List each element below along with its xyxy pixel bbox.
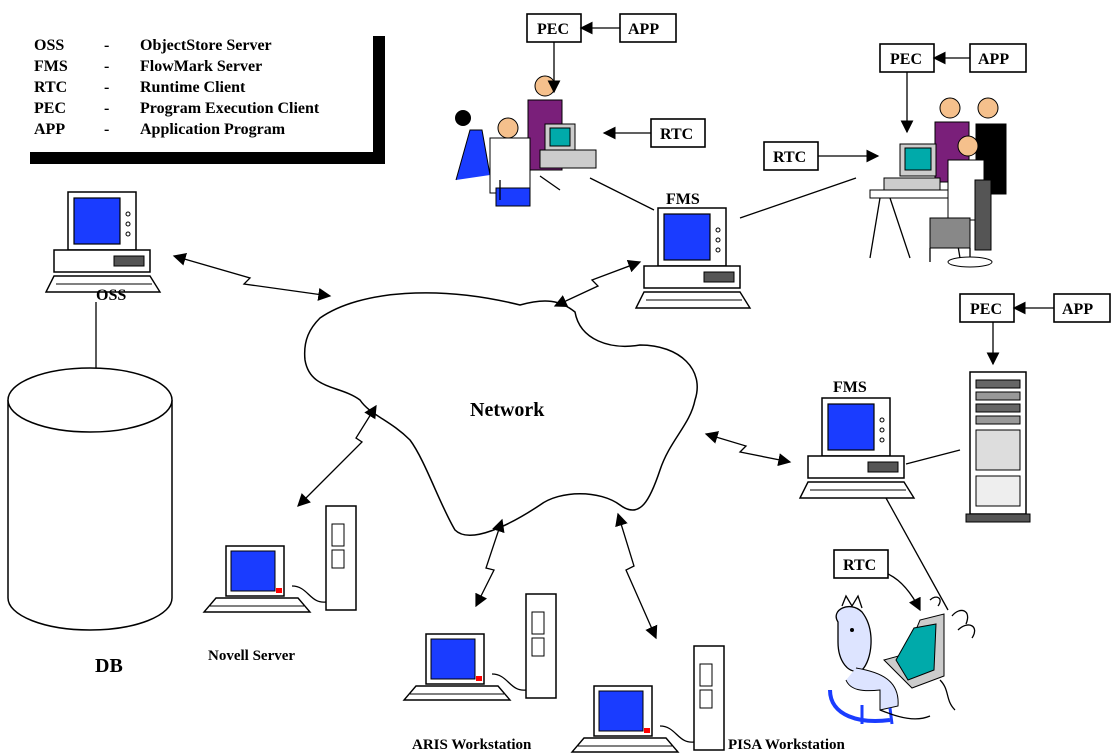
legend-abbr: PEC [34,100,66,117]
fms-right-label: FMS [833,379,867,396]
legend-abbr: OSS [34,37,64,54]
svg-text:RTC: RTC [773,149,806,166]
fms-top-network-link [553,260,642,307]
rtc-box-bottom: RTC [833,549,889,579]
pisa-label: PISA Workstation [728,737,845,753]
svg-text:APP: APP [628,21,659,38]
fms-top-computer[interactable] [635,207,751,309]
fms-top-people-link [589,177,655,211]
pec-box-right: PEC [879,43,935,73]
svg-text:PEC: PEC [537,21,569,38]
people-group-right [869,97,1007,268]
fms-top-rightgroup-link [739,177,857,219]
fms-right-user-link [885,497,949,611]
app-box-right: APP [969,43,1027,73]
legend-row: FMS - FlowMark Server [34,58,262,75]
legend-desc: Application Program [140,121,286,138]
legend-desc: Runtime Client [140,79,246,96]
legend-dash: - [104,58,109,75]
network-label: Network [470,399,545,421]
novell-label: Novell Server [208,648,295,664]
fms-top-label: FMS [666,191,700,208]
cartoon-user [828,594,976,725]
legend-abbr: RTC [34,79,67,96]
oss-computer[interactable] [45,191,161,293]
pisa-workstation-computer[interactable] [571,645,725,753]
rtc-box-right: RTC [763,141,819,171]
legend-desc: ObjectStore Server [140,37,272,54]
fms-right-server-link [905,449,961,465]
legend-abbr: APP [34,121,65,138]
server-tower[interactable] [965,371,1031,523]
oss-network-link [172,253,332,301]
app-box-top: APP [619,13,677,43]
legend-dash: - [104,121,109,138]
novell-server-computer[interactable] [203,505,357,613]
legend-desc: FlowMark Server [140,58,262,75]
legend-row: PEC - Program Execution Client [34,100,320,117]
svg-text:APP: APP [1062,301,1093,318]
pec-box-top: PEC [526,13,582,43]
pec-box-server: PEC [959,293,1015,323]
svg-text:PEC: PEC [890,51,922,68]
legend-row: RTC - Runtime Client [34,79,246,96]
legend-abbr: FMS [34,58,68,75]
novell-network-link [297,404,377,507]
legend-dash: - [104,37,109,54]
fms-right-network-link [704,431,792,467]
aris-network-link [475,518,505,608]
legend-row: APP - Application Program [34,121,286,138]
oss-label: OSS [96,287,126,304]
pisa-network-link [615,512,658,640]
legend-dash: - [104,100,109,117]
legend: OSS - ObjectStore Server FMS - FlowMark … [30,36,385,164]
db-cylinder[interactable] [7,367,173,631]
svg-text:APP: APP [978,51,1009,68]
rtc-user-arrow [887,573,921,612]
legend-desc: Program Execution Client [140,100,320,117]
fms-right-computer[interactable] [799,397,915,499]
app-box-server: APP [1053,293,1111,323]
svg-text:RTC: RTC [843,557,876,574]
svg-text:PEC: PEC [970,301,1002,318]
aris-workstation-computer[interactable] [403,593,557,701]
aris-label: ARIS Workstation [412,737,532,753]
people-group-top [455,75,597,207]
db-label: DB [95,655,123,677]
rtc-box-top: RTC [650,118,706,148]
legend-row: OSS - ObjectStore Server [34,37,272,54]
legend-dash: - [104,79,109,96]
svg-text:RTC: RTC [660,126,693,143]
